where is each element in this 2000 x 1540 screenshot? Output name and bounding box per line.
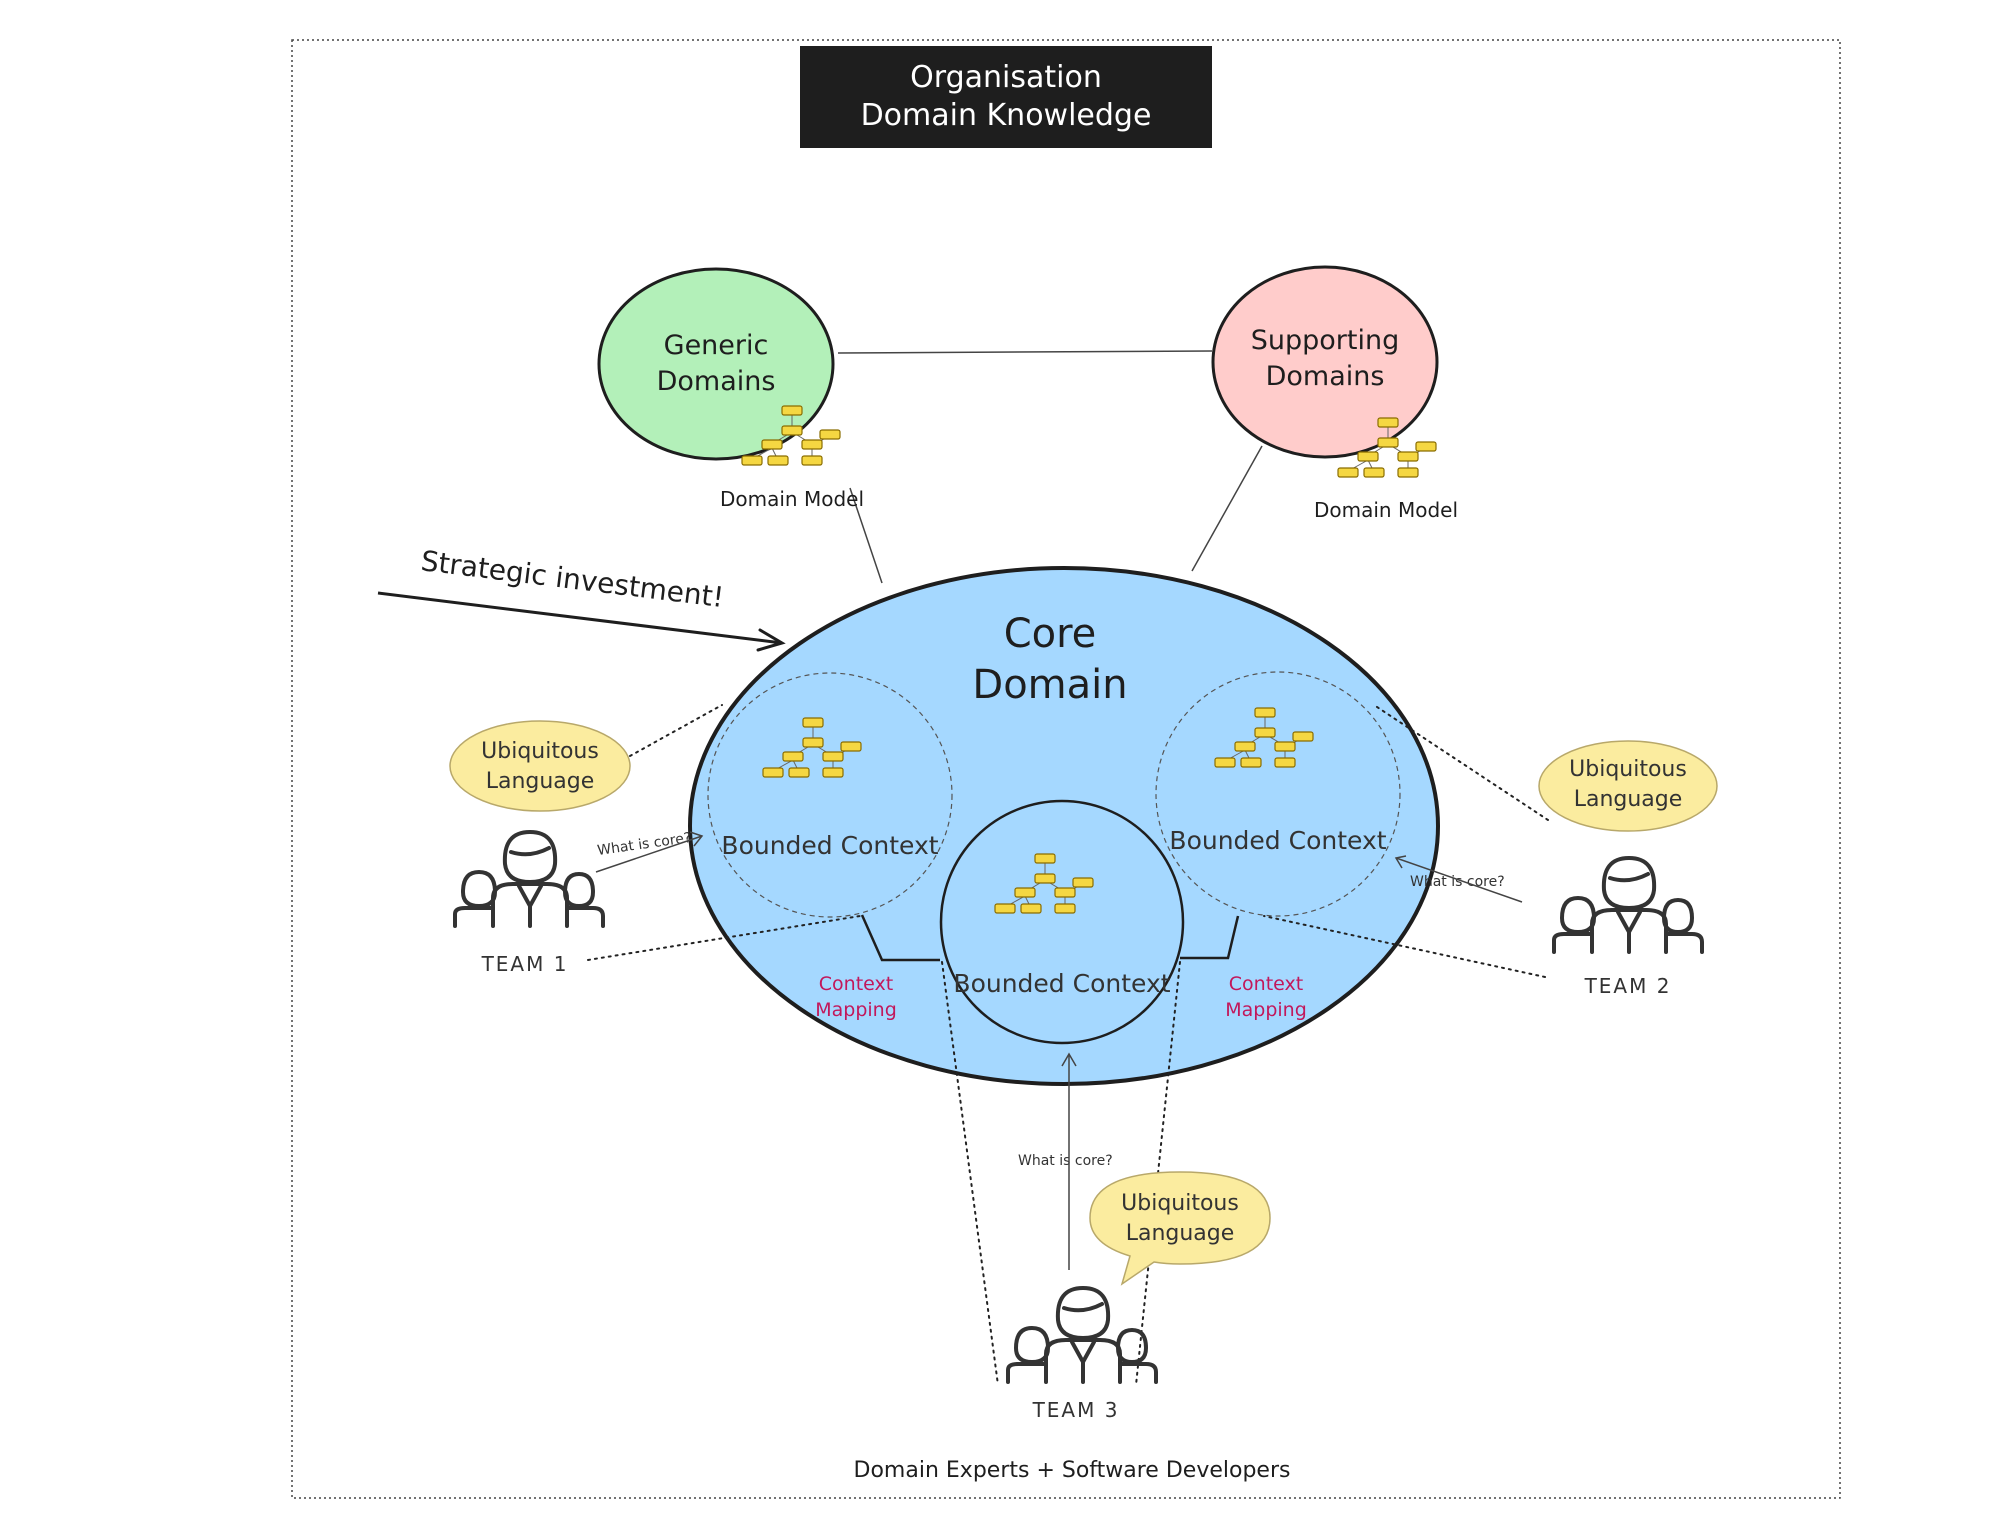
generic-supporting-link [837, 350, 1213, 354]
ubiquitous-language-team3-label-2: Language [1126, 1221, 1235, 1246]
supporting-core-link [1191, 445, 1263, 572]
ubiquitous-language-team2-bubble [1538, 740, 1718, 832]
supporting-domains-label-1: Supporting [1251, 325, 1400, 356]
ubiquitous-language-team1-label-2: Language [486, 769, 595, 794]
footer-label: Domain Experts + Software Developers [854, 1458, 1291, 1483]
core-domain-label-2: Domain [972, 662, 1127, 708]
bounded-context-left-circle [707, 672, 953, 918]
core-domain-ellipse [688, 566, 1440, 1086]
bounded-context-center-circle [939, 799, 1185, 1045]
team2-people-icon [1552, 856, 1704, 954]
title-box [800, 46, 1212, 148]
context-mapping-right-label-1: Context [1229, 973, 1303, 995]
bounded-context-left-label: Bounded Context [721, 831, 938, 860]
strategic-arrow-line [377, 591, 783, 645]
context-mapping-left-label-2: Mapping [815, 999, 897, 1021]
bounded-context-right-circle [1155, 671, 1401, 917]
context-mapping-right-bracket [1180, 915, 1240, 960]
bounded-context-right-label: Bounded Context [1169, 826, 1386, 855]
team2-what-is-core-label: What is core? [1410, 874, 1505, 890]
strategic-arrow-head [756, 628, 786, 652]
context-mapping-left-label-1: Context [819, 973, 893, 995]
team2-label: TEAM 2 [1584, 974, 1672, 998]
generic-domains-label-1: Generic [664, 330, 769, 361]
context-mapping-right-label-2: Mapping [1225, 999, 1307, 1021]
ubiquitous-language-team2-label-2: Language [1574, 787, 1683, 812]
team3-left-dotted-line [941, 961, 999, 1386]
ubiquitous-language-team1-label-1: Ubiquitous [481, 739, 599, 764]
team3-people-icon [1006, 1286, 1158, 1384]
generic-domain-model-label: Domain Model [720, 487, 864, 511]
team3-label: TEAM 3 [1032, 1398, 1120, 1422]
title-line-1: Organisation [910, 60, 1102, 95]
team3-what-is-core-label: What is core? [1018, 1153, 1113, 1169]
team1-people-icon [453, 830, 605, 928]
team1-label: TEAM 1 [481, 952, 569, 976]
generic-domains-circle [597, 267, 835, 461]
team2-dotted-line [1263, 915, 1546, 978]
supporting-domain-model-label: Domain Model [1314, 498, 1458, 522]
team2-what-is-core-arrow [1395, 857, 1523, 903]
ubiquitous-language-team3-bubble [1089, 1171, 1271, 1286]
organisation-frame [291, 39, 1841, 1499]
team2-what-is-core-arrow-head [1394, 855, 1407, 869]
generic-core-link [849, 487, 883, 584]
team1-what-is-core-arrow [595, 835, 703, 873]
supporting-domains-circle [1211, 265, 1439, 459]
core-domain-label-1: Core [1004, 611, 1097, 657]
generic-domains-label-2: Domains [657, 366, 776, 397]
supporting-domains-label-2: Domains [1266, 361, 1385, 392]
team3-what-is-core-arrow-head [1061, 1052, 1077, 1067]
team1-what-is-core-arrow-head [689, 831, 704, 847]
ubiquitous-language-team3-label-1: Ubiquitous [1121, 1191, 1239, 1216]
ubiquitous-language-team1-bubble [449, 720, 631, 812]
team2-ul-dotted-line [1373, 704, 1549, 821]
context-mapping-left-bracket [860, 914, 940, 962]
title-line-2: Domain Knowledge [861, 98, 1152, 133]
bounded-context-center-label: Bounded Context [953, 969, 1170, 998]
ubiquitous-language-team2-label-1: Ubiquitous [1569, 757, 1687, 782]
